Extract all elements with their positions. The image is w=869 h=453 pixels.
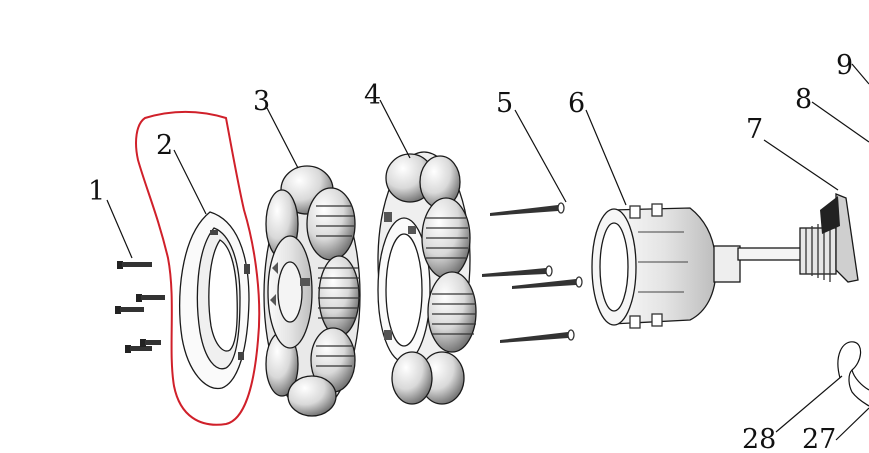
screw bbox=[136, 294, 165, 302]
callout-2: 2 bbox=[156, 130, 173, 161]
long-bolt bbox=[490, 202, 565, 216]
leader-lines bbox=[106, 63, 869, 441]
end-cap-part-2 bbox=[135, 110, 261, 426]
screw bbox=[125, 345, 152, 353]
screw bbox=[140, 339, 161, 347]
callout-6: 6 bbox=[568, 88, 585, 119]
callout-28: 28 bbox=[742, 424, 776, 453]
roller-ribs bbox=[426, 217, 476, 335]
roller-hub-part-3 bbox=[263, 165, 361, 417]
callout-7: 7 bbox=[746, 114, 763, 145]
roller-ribs bbox=[316, 205, 360, 367]
screw-group-part-1 bbox=[115, 261, 165, 353]
callout-4: 4 bbox=[364, 80, 381, 111]
callout-8: 8 bbox=[795, 84, 812, 115]
motor-housing-part-6 bbox=[591, 203, 741, 329]
callout-labels: 1 2 3 4 5 6 7 8 9 28 27 bbox=[88, 50, 853, 453]
screw bbox=[115, 306, 144, 314]
roller-hub-part-4 bbox=[377, 151, 477, 405]
callout-27: 27 bbox=[802, 424, 836, 453]
long-bolt-group-part-5 bbox=[482, 202, 583, 343]
shaft-coupling-part-7 bbox=[737, 193, 859, 283]
callout-9: 9 bbox=[836, 50, 853, 81]
callout-5: 5 bbox=[496, 88, 513, 119]
screw bbox=[117, 261, 152, 269]
red-highlight-outline bbox=[135, 110, 261, 426]
long-bolt bbox=[512, 276, 583, 289]
callout-3: 3 bbox=[253, 86, 270, 117]
long-bolt bbox=[482, 265, 553, 277]
long-bolt bbox=[500, 329, 575, 343]
callout-1: 1 bbox=[88, 176, 105, 207]
clip-part-27-28 bbox=[837, 341, 869, 407]
